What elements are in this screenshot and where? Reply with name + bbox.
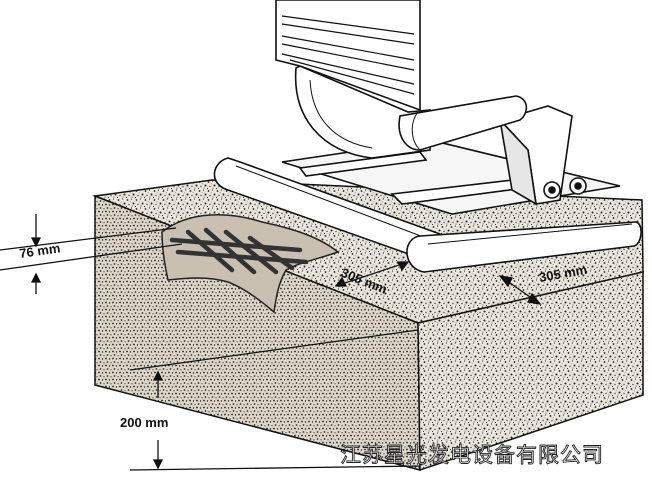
- watermark: 江苏星光发电设备有限公司: [340, 443, 604, 467]
- saw-blade-assembly: [275, 0, 528, 159]
- engine-housing: [275, 0, 421, 112]
- cut-area: [161, 214, 340, 314]
- front-rail: [406, 221, 642, 273]
- slab-right-face: [417, 271, 644, 472]
- rebar-grid: [169, 227, 309, 275]
- arbor-housing: [398, 95, 528, 151]
- thickness-label: 200 mm: [120, 415, 168, 430]
- saw-frame: [213, 105, 642, 273]
- exposed-cut-surface: [161, 214, 340, 314]
- depth-label: 76 mm: [18, 240, 61, 261]
- dimensions: [0, 214, 542, 471]
